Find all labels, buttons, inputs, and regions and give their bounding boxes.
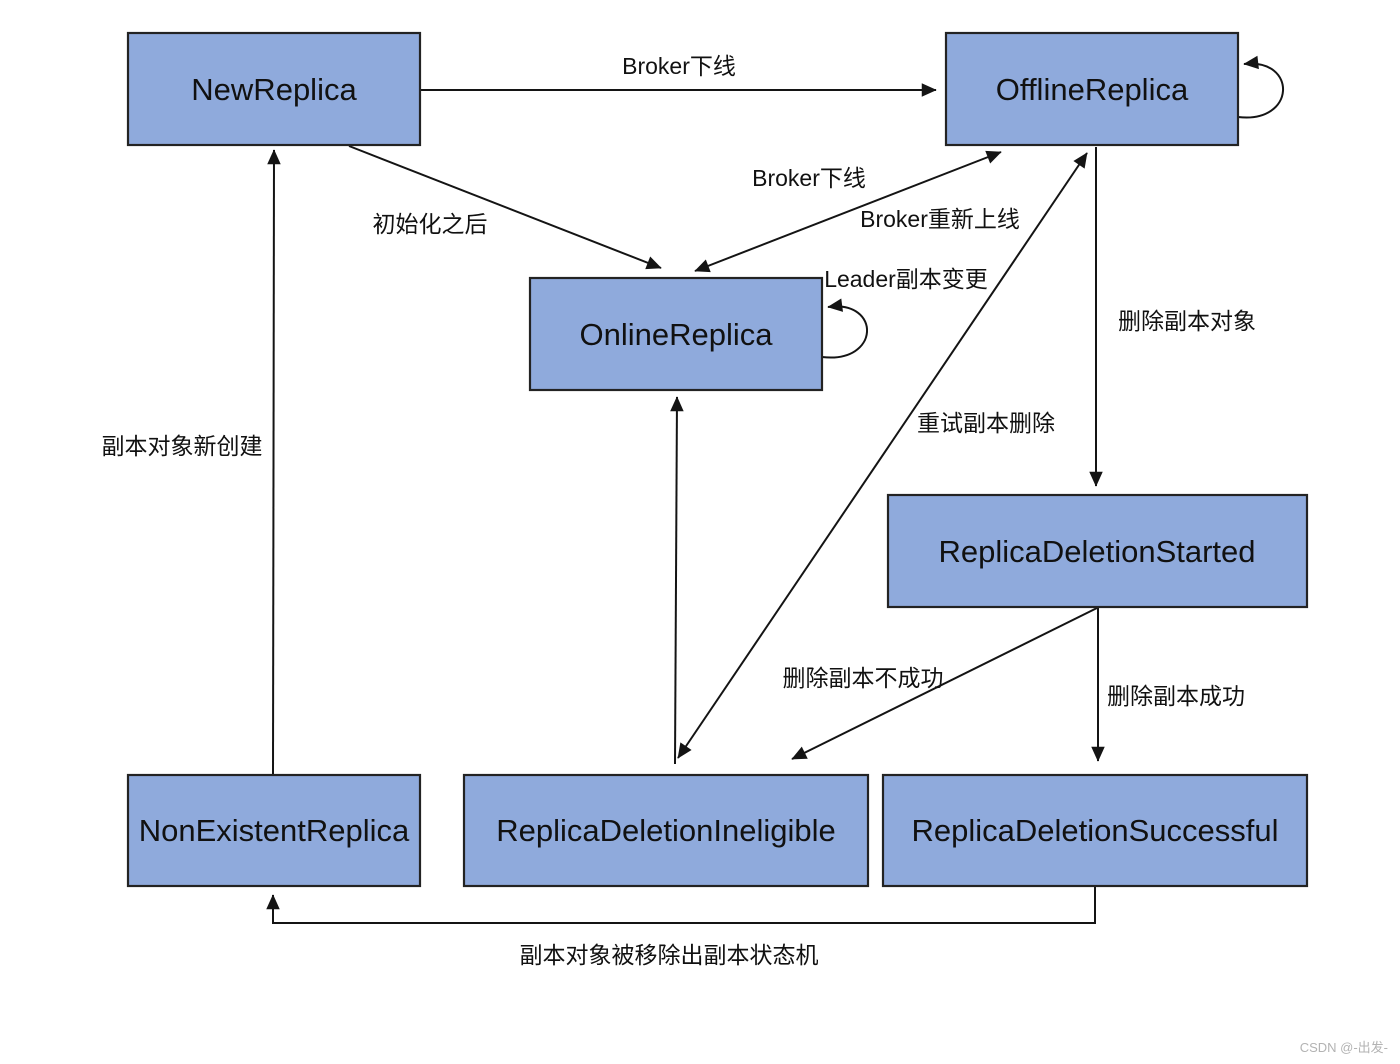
state-node-replica-deletion-started: ReplicaDeletionStarted — [886, 493, 1309, 609]
edge-new-to-offline: Broker下线 — [420, 53, 937, 97]
edge-label: Broker重新上线 — [860, 206, 1020, 232]
edge-successful-to-nonexistent: 副本对象被移除出副本状态机 — [266, 887, 1096, 968]
edge-ineligible-to-offline: 重试副本删除 — [677, 152, 1088, 759]
edge-label: Broker下线 — [622, 53, 736, 79]
state-box — [881, 773, 1309, 888]
edge-label: 删除副本不成功 — [783, 665, 944, 691]
state-box — [462, 773, 870, 888]
state-label: ReplicaDeletionStarted — [938, 534, 1255, 569]
edge-new-to-online: 初始化之后 — [348, 145, 662, 270]
state-box — [126, 773, 422, 888]
edge-line — [348, 145, 662, 270]
edge-online-self-loop: Leader副本变更 — [821, 266, 988, 359]
edge-online-offline-pair: Broker下线 Broker重新上线 — [694, 150, 1020, 273]
edge-label: 副本对象新创建 — [102, 433, 263, 459]
edge-label: 重试副本删除 — [917, 410, 1055, 436]
edge-label: 删除副本成功 — [1107, 683, 1245, 709]
state-box — [126, 31, 422, 147]
edge-line — [1237, 55, 1284, 119]
state-box — [886, 493, 1309, 609]
state-box — [528, 276, 824, 392]
edge-nonexistent-to-new: 副本对象新创建 — [102, 149, 281, 776]
state-label: NewReplica — [191, 72, 357, 107]
edge-line — [677, 152, 1088, 759]
state-node-new-replica: NewReplica — [126, 31, 422, 147]
edge-line — [267, 149, 281, 776]
edge-line — [821, 298, 868, 359]
state-label: ReplicaDeletionIneligible — [496, 813, 836, 848]
edge-started-to-successful: 删除副本成功 — [1091, 608, 1245, 762]
state-node-replica-deletion-successful: ReplicaDeletionSuccessful — [881, 773, 1309, 888]
state-node-offline-replica: OfflineReplica — [944, 31, 1240, 147]
edge-line — [266, 887, 1096, 924]
edge-label: 副本对象被移除出副本状态机 — [520, 942, 819, 968]
edge-label: 初始化之后 — [373, 211, 488, 237]
edge-line — [791, 607, 1098, 760]
edge-label: 删除副本对象 — [1118, 308, 1256, 334]
edge-offline-self-loop — [1237, 55, 1284, 119]
state-node-online-replica: OnlineReplica — [528, 276, 824, 392]
edge-label: Broker下线 — [752, 165, 866, 191]
state-label: ReplicaDeletionSuccessful — [911, 813, 1278, 848]
state-node-replica-deletion-ineligible: ReplicaDeletionIneligible — [462, 773, 870, 888]
state-label: OnlineReplica — [580, 317, 774, 352]
state-node-non-existent-replica: NonExistentReplica — [126, 773, 422, 888]
edge-ineligible-to-online — [670, 396, 684, 765]
edge-started-to-ineligible: 删除副本不成功 — [783, 607, 1098, 760]
state-label: OfflineReplica — [996, 72, 1189, 107]
edge-line — [670, 396, 684, 765]
edge-label: Leader副本变更 — [824, 266, 988, 292]
state-label: NonExistentReplica — [139, 813, 410, 848]
edge-offline-to-started: 删除副本对象 — [1089, 147, 1256, 487]
csdn-watermark: CSDN @-出发- — [1300, 1040, 1388, 1055]
state-box — [944, 31, 1240, 147]
